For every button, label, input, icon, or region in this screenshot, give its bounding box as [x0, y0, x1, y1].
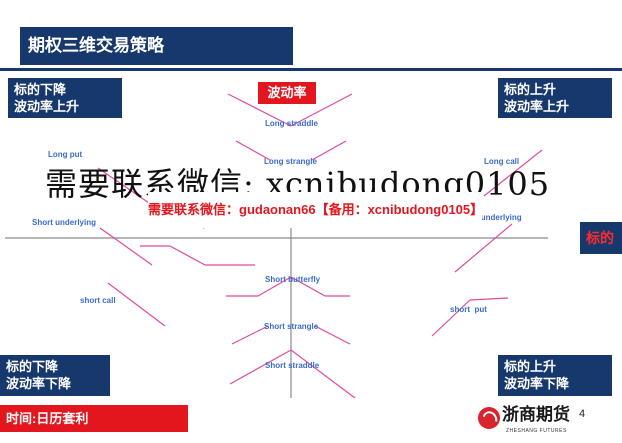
label-short-strangle: Short strangle [264, 322, 319, 331]
label-long-straddle: Long straddle [265, 119, 318, 128]
zheshang-logo-icon [478, 407, 501, 430]
payoff-line-long-call [483, 149, 543, 197]
payoff-line-short-put-flat [469, 297, 509, 301]
label-short-straddle: Short straddle [265, 361, 320, 370]
payoff-line-long-strangle-right [311, 140, 347, 161]
payoff-line-long-put [97, 167, 153, 206]
quadrant-top-right: 标的上升 波动率上升 [498, 78, 612, 118]
quadrant-bottom-right-line2: 波动率下降 [504, 376, 570, 391]
payoff-line-short-straddle-left [229, 349, 292, 385]
title-divider [0, 68, 622, 71]
payoff-line-short-butterfly-right-slope [290, 276, 326, 297]
label-long-strangle: Long strangle [264, 157, 317, 166]
quadrant-top-right-line1: 标的上升 [504, 82, 557, 97]
payoff-line-short-strangle-left [231, 325, 269, 345]
label-short-put: short put [450, 305, 487, 314]
quadrant-bottom-left: 标的下降 波动率下降 [0, 355, 110, 396]
label-long-underlying: Long underlying [459, 213, 522, 222]
underlying-axis-label: 标的 [580, 222, 622, 254]
label-short-underlying: Short underlying [32, 218, 96, 227]
payoff-line-short-straddle-right [290, 349, 356, 399]
payoff-line-short-call [107, 282, 166, 327]
volatility-axis-label: 波动率 [258, 82, 316, 104]
payoff-line-long-straddle-left [227, 93, 292, 127]
payoff-line-long-straddle-right [290, 93, 353, 127]
label-long-put: Long put [48, 150, 83, 159]
quadrant-top-left-line2: 波动率上升 [14, 99, 80, 114]
logo-english: ZHESHANG FUTURES [506, 428, 567, 434]
page-number: 4 [579, 408, 586, 420]
quadrant-bottom-left-line1: 标的下降 [6, 359, 59, 374]
label-short-call: short call [80, 296, 116, 305]
quadrant-bottom-right-line1: 标的上升 [504, 359, 557, 374]
payoff-line-bear-spread-slope [169, 245, 206, 266]
quadrant-top-left-line1: 标的下降 [14, 82, 67, 97]
quadrant-top-right-line2: 波动率上升 [504, 99, 570, 114]
payoff-line-short-strangle-right [314, 325, 351, 345]
label-short-butterfly: Short butterfly [265, 275, 321, 284]
payoff-line-long-underlying [454, 223, 513, 273]
slide-title: 期权三维交易策略 [20, 27, 293, 65]
logo-name: 浙商期货 [502, 405, 570, 424]
quadrant-bottom-left-line2: 波动率下降 [6, 376, 72, 391]
time-axis-label: 时间:日历套利 [0, 405, 188, 432]
quadrant-top-left: 标的下降 波动率上升 [8, 78, 122, 118]
payoff-line-short-put-slope [431, 299, 471, 337]
payoff-line-short-underlying [99, 227, 153, 266]
payoff-line-long-strangle-left [235, 140, 271, 161]
payoff-line-short-butterfly-left-slope [257, 276, 292, 297]
watermark-secondary: 需要联系微信：gudaonan66【备用：xcnibudong0105】 [148, 192, 483, 228]
quadrant-bottom-right: 标的上升 波动率下降 [498, 355, 612, 396]
label-long-call: Long call [484, 157, 520, 166]
